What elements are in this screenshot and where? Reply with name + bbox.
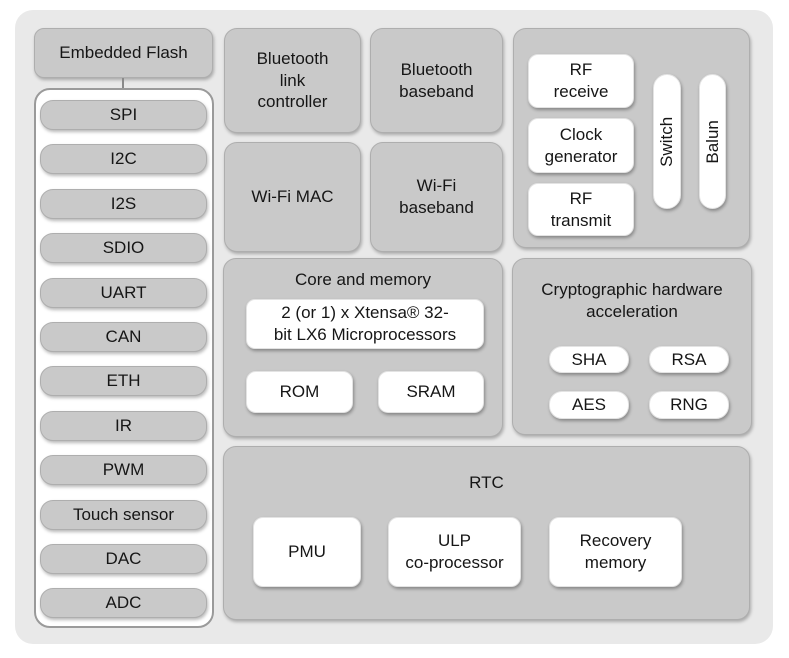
peripheral-pill-touch-sensor: Touch sensor xyxy=(40,500,207,530)
rng-block: RNG xyxy=(649,391,729,419)
chip-outline: Embedded Flash SPI I2C I2S SDIO UART CAN… xyxy=(15,10,773,644)
pmu-block: PMU xyxy=(253,517,361,587)
rf-transmit-block: RF transmit xyxy=(528,183,634,236)
sha-block: SHA xyxy=(549,346,629,373)
peripheral-pill-eth: ETH xyxy=(40,366,207,396)
bluetooth-baseband-block: Bluetooth baseband xyxy=(370,28,503,133)
rf-receive-block: RF receive xyxy=(528,54,634,108)
rf-balun-label: Balun xyxy=(702,119,722,164)
peripheral-panel: SPI I2C I2S SDIO UART CAN ETH IR PWM Tou… xyxy=(34,88,214,628)
peripheral-pill-dac: DAC xyxy=(40,544,207,574)
rsa-block: RSA xyxy=(649,346,729,373)
peripheral-pill-can: CAN xyxy=(40,322,207,352)
peripheral-pill-ir: IR xyxy=(40,411,207,441)
peripheral-pill-adc: ADC xyxy=(40,588,207,618)
sram-block: SRAM xyxy=(378,371,484,413)
recovery-memory-block: Recovery memory xyxy=(549,517,682,587)
peripheral-pill-sdio: SDIO xyxy=(40,233,207,263)
rf-balun-block: Balun xyxy=(699,74,726,209)
peripheral-pill-spi: SPI xyxy=(40,100,207,130)
core-memory-section: Core and memory 2 (or 1) x Xtensa® 32- b… xyxy=(223,258,503,437)
ulp-coprocessor-block: ULP co-processor xyxy=(388,517,521,587)
rf-switch-block: Switch xyxy=(653,74,681,209)
rom-block: ROM xyxy=(246,371,353,413)
clock-generator-block: Clock generator xyxy=(528,118,634,173)
crypto-section: Cryptographic hardware acceleration SHA … xyxy=(512,258,752,435)
aes-block: AES xyxy=(549,391,629,419)
peripheral-pill-i2c: I2C xyxy=(40,144,207,174)
rtc-section: RTC PMU ULP co-processor Recovery memory xyxy=(223,446,750,620)
crypto-title: Cryptographic hardware acceleration xyxy=(541,280,723,321)
wifi-baseband-block: Wi-Fi baseband xyxy=(370,142,503,252)
bluetooth-link-controller-block: Bluetooth link controller xyxy=(224,28,361,133)
wifi-mac-block: Wi-Fi MAC xyxy=(224,142,361,252)
peripheral-pill-i2s: I2S xyxy=(40,189,207,219)
rf-switch-label: Switch xyxy=(657,116,677,167)
embedded-flash-block: Embedded Flash xyxy=(34,28,213,78)
xtensa-cpu-block: 2 (or 1) x Xtensa® 32- bit LX6 Microproc… xyxy=(246,299,484,349)
rf-section: RF receive Clock generator RF transmit S… xyxy=(513,28,750,248)
core-memory-title: Core and memory xyxy=(294,270,432,289)
peripheral-pill-uart: UART xyxy=(40,278,207,308)
rtc-title: RTC xyxy=(469,473,504,492)
peripheral-pill-pwm: PWM xyxy=(40,455,207,485)
